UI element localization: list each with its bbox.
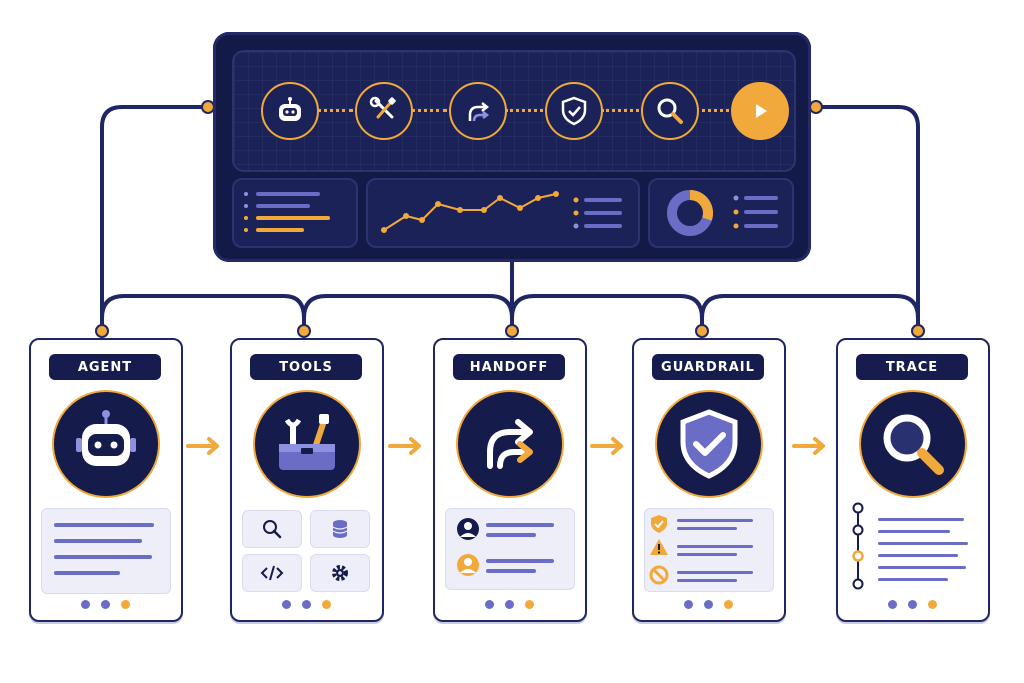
play-icon — [756, 104, 767, 118]
pipeline-strip — [232, 50, 796, 172]
database-icon — [332, 520, 348, 538]
card-title: TRACE — [856, 354, 968, 380]
trace-timeline — [846, 500, 980, 596]
pipeline-connector — [505, 109, 543, 112]
search-icon — [263, 520, 282, 539]
pipeline-connector — [317, 109, 353, 112]
warning-icon — [650, 539, 668, 555]
pagination-dots — [81, 600, 131, 610]
user-avatar-icon — [457, 518, 479, 540]
magnifier-icon — [657, 98, 683, 124]
arrow-right-icon — [186, 437, 219, 455]
card-guardrail[interactable]: GUARDRAIL — [632, 338, 786, 622]
handoff-arrows-icon — [468, 102, 490, 122]
arrow-right-icon — [388, 437, 421, 455]
pipeline-step-trace[interactable] — [641, 82, 699, 140]
pipeline-connector — [411, 109, 447, 112]
tool-settings[interactable] — [310, 554, 370, 592]
pipeline-step-agent[interactable] — [261, 82, 319, 140]
pipeline-step-handoff[interactable] — [449, 82, 507, 140]
guardrail-badge — [655, 390, 763, 498]
donut-chart-panel — [648, 178, 794, 248]
tools-badge — [253, 390, 361, 498]
card-title: AGENT — [49, 354, 161, 380]
card-title: HANDOFF — [453, 354, 565, 380]
pipeline-step-guardrail[interactable] — [545, 82, 603, 140]
guardrail-checks — [644, 508, 774, 592]
card-handoff[interactable]: HANDOFF — [433, 338, 587, 622]
trace-badge — [859, 390, 967, 498]
pagination-dots — [684, 600, 734, 610]
arrow-right-icon — [590, 437, 623, 455]
card-agent[interactable]: AGENT — [29, 338, 183, 622]
card-trace[interactable]: TRACE — [836, 338, 990, 622]
robot-icon — [279, 97, 301, 121]
pipeline-connector — [601, 109, 639, 112]
handoff-badge — [456, 390, 564, 498]
tool-code[interactable] — [242, 554, 302, 592]
gear-icon — [332, 565, 348, 581]
agent-badge — [52, 390, 160, 498]
shield-check-icon — [561, 96, 587, 126]
shield-check-icon — [680, 409, 738, 479]
card-tools[interactable]: TOOLS — [230, 338, 384, 622]
orchestration-hub — [213, 32, 811, 262]
handoff-list — [445, 508, 575, 590]
magnifier-icon — [883, 414, 944, 475]
line-chart-panel — [366, 178, 640, 248]
tool-search[interactable] — [242, 510, 302, 548]
user-avatar-icon — [457, 554, 479, 576]
pagination-dots — [485, 600, 535, 610]
shield-check-icon — [651, 515, 667, 533]
pagination-dots — [888, 600, 938, 610]
toolbox-icon — [279, 414, 335, 470]
agent-details — [41, 508, 171, 594]
run-pipeline-button[interactable] — [731, 82, 789, 140]
pipeline-connector — [695, 109, 729, 112]
arrow-right-icon — [792, 437, 825, 455]
pagination-dots — [282, 600, 332, 610]
list-panel — [232, 178, 358, 248]
blocked-icon — [649, 565, 669, 585]
card-title: TOOLS — [250, 354, 362, 380]
code-icon — [260, 565, 284, 581]
tools-icon — [369, 96, 396, 119]
pipeline-step-tools[interactable] — [355, 82, 413, 140]
card-title: GUARDRAIL — [652, 354, 764, 380]
robot-icon — [76, 410, 136, 466]
handoff-arrows-icon — [487, 419, 533, 469]
tool-database[interactable] — [310, 510, 370, 548]
